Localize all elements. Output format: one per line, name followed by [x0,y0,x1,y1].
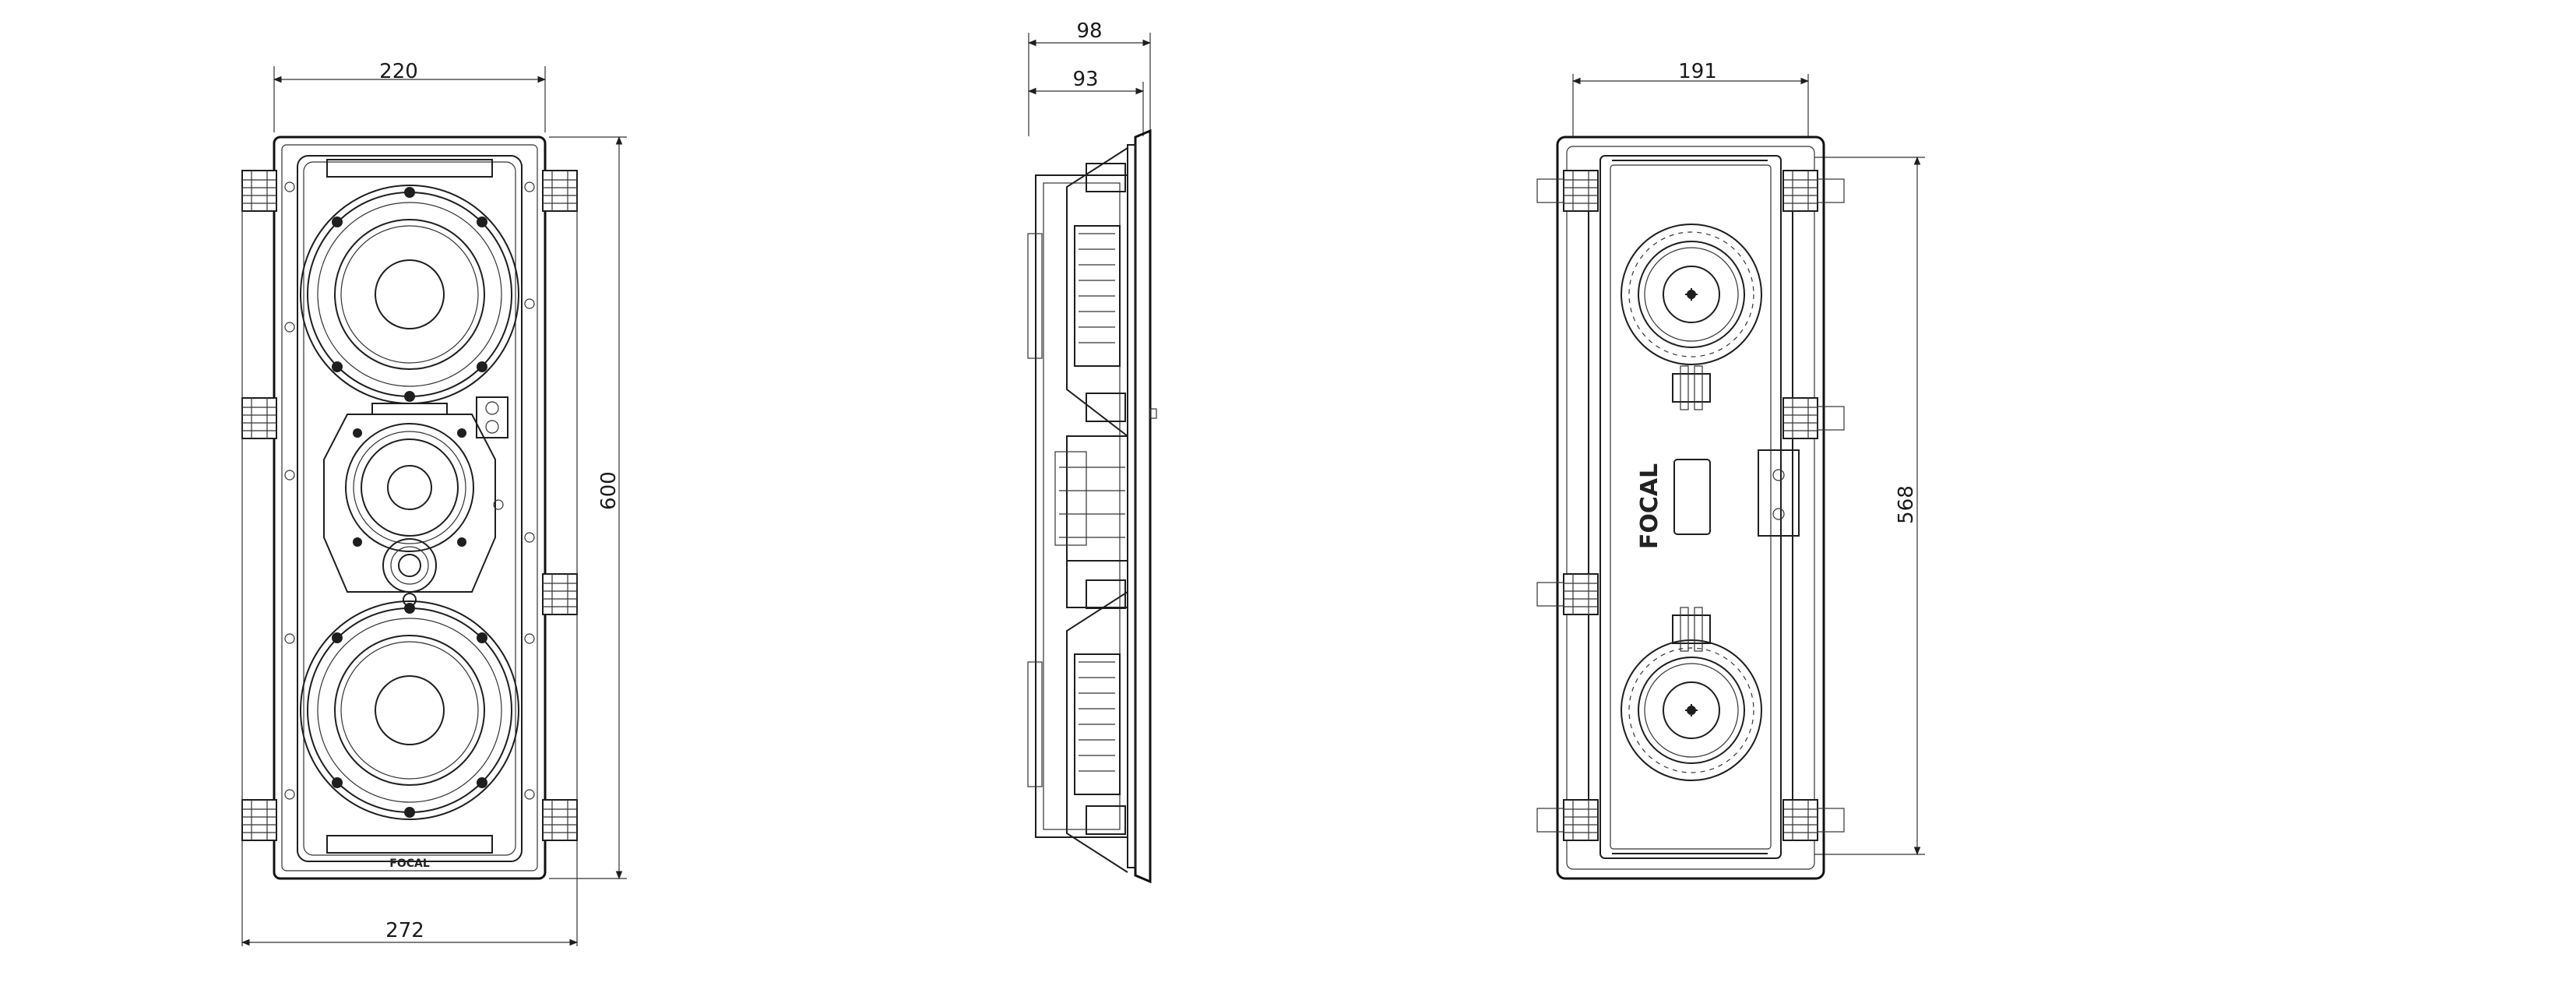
side-top-driver [1027,147,1128,437]
side-bottom-driver [1027,591,1128,873]
rear-clamps [1536,170,1845,841]
front-screw-holes [284,181,535,800]
dim-width-outer-label: 272 [385,919,424,942]
dim-depth-inner: 93 [1027,68,1145,136]
dim-rear-height-label: 568 [1895,485,1918,524]
rear-terminals-top [1672,365,1711,410]
dim-width-inner: 220 [273,60,547,132]
front-logo: FOCAL [389,857,430,870]
front-midrange [323,396,509,607]
rear-view: 191 568 [1536,60,1925,880]
side-view: 98 93 [1027,19,1157,884]
dim-width-outer: 272 [241,826,579,946]
dim-rear-width: 191 [1571,60,1810,136]
front-bottom-woofer [300,600,519,820]
dim-depth-outer-label: 98 [1076,19,1102,43]
front-top-woofer [300,185,519,404]
dim-width-inner-label: 220 [379,60,418,83]
side-mid-driver [1054,435,1128,608]
dim-height-label: 600 [597,471,621,510]
rear-top-magnet [1621,224,1762,365]
dim-rear-height: 568 [1814,156,1925,856]
dim-depth-outer: 98 [1027,19,1152,136]
dim-depth-inner-label: 93 [1072,68,1098,91]
dim-rear-width-label: 191 [1678,60,1717,83]
rear-bottom-magnet [1621,639,1762,781]
rear-terminals-bottom [1672,607,1711,652]
dim-height: 600 [549,136,627,880]
front-view: 220 272 600 FOCAL [241,60,627,946]
rear-logo: FOCAL [1636,463,1663,549]
front-clamps [241,170,578,841]
